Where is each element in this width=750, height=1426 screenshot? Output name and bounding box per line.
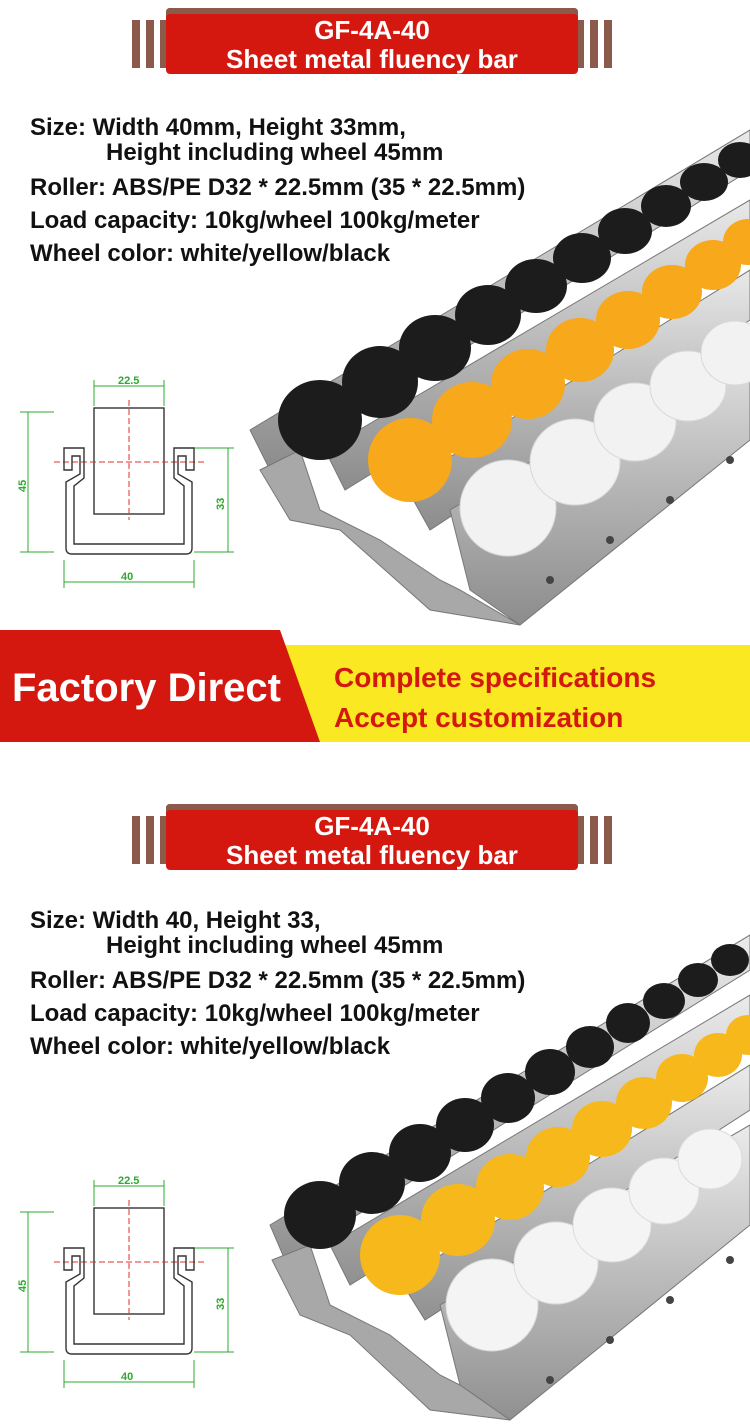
product-title: Sheet metal fluency bar	[226, 840, 518, 870]
promo-yellow-panel	[275, 645, 750, 742]
promo-red-panel	[0, 630, 320, 742]
spec-size: Size: Width 40mm, Height 33mm,	[30, 114, 406, 141]
spec-load: Load capacity: 10kg/wheel 100kg/meter	[30, 1000, 480, 1027]
title-banner-top: GF-4A-40 Sheet metal fluency bar	[132, 2, 612, 76]
dim-right-label: 33	[215, 1298, 227, 1310]
cross-section-diagram-top: 22.5 45 33 40	[17, 375, 234, 588]
model-title: GF-4A-40	[314, 15, 430, 45]
product-photo-bottom	[269, 934, 750, 1421]
spec-wheel-color: Wheel color: white/yellow/black	[30, 1033, 391, 1060]
dim-top-label: 22.5	[118, 375, 139, 387]
banner-stripes-right	[572, 20, 612, 68]
spec-roller: Roller: ABS/PE D32 * 22.5mm (35 * 22.5mm…	[30, 967, 526, 994]
promo-banner: Factory Direct Complete specifications A…	[0, 630, 750, 742]
spec-height-wheel: Height including wheel 45mm	[106, 139, 444, 166]
spec-height-wheel: Height including wheel 45mm	[106, 932, 444, 959]
spec-size: Size: Width 40, Height 33,	[30, 907, 321, 934]
cross-section-diagram-bottom: 22.5 45 33 40	[17, 1175, 234, 1388]
dim-right-label: 33	[215, 498, 227, 510]
factory-direct-text: Factory Direct	[12, 666, 281, 710]
dim-top-label: 22.5	[118, 1175, 139, 1187]
title-box: GF-4A-40 Sheet metal fluency bar	[166, 804, 578, 870]
dim-left-label: 45	[17, 1280, 29, 1292]
dim-bottom-label: 40	[121, 1371, 133, 1383]
spec-wheel-color: Wheel color: white/yellow/black	[30, 240, 391, 267]
dim-bottom-label: 40	[121, 571, 133, 583]
title-box: GF-4A-40 Sheet metal fluency bar	[166, 8, 578, 74]
spec-roller: Roller: ABS/PE D32 * 22.5mm (35 * 22.5mm…	[30, 174, 526, 201]
model-title: GF-4A-40	[314, 811, 430, 841]
dim-left-label: 45	[17, 480, 29, 492]
promo-line-customization: Accept customization	[334, 702, 624, 733]
product-title: Sheet metal fluency bar	[226, 44, 518, 74]
banner-stripes-right	[572, 816, 612, 864]
promo-line-specifications: Complete specifications	[334, 662, 657, 693]
spec-list-top: Size: Width 40mm, Height 33mm, Height in…	[30, 112, 525, 269]
spec-list-bottom: Size: Width 40, Height 33, Height includ…	[30, 905, 525, 1062]
spec-load: Load capacity: 10kg/wheel 100kg/meter	[30, 207, 480, 234]
title-banner-bottom: GF-4A-40 Sheet metal fluency bar	[132, 798, 612, 872]
product-photo-top	[249, 129, 750, 626]
